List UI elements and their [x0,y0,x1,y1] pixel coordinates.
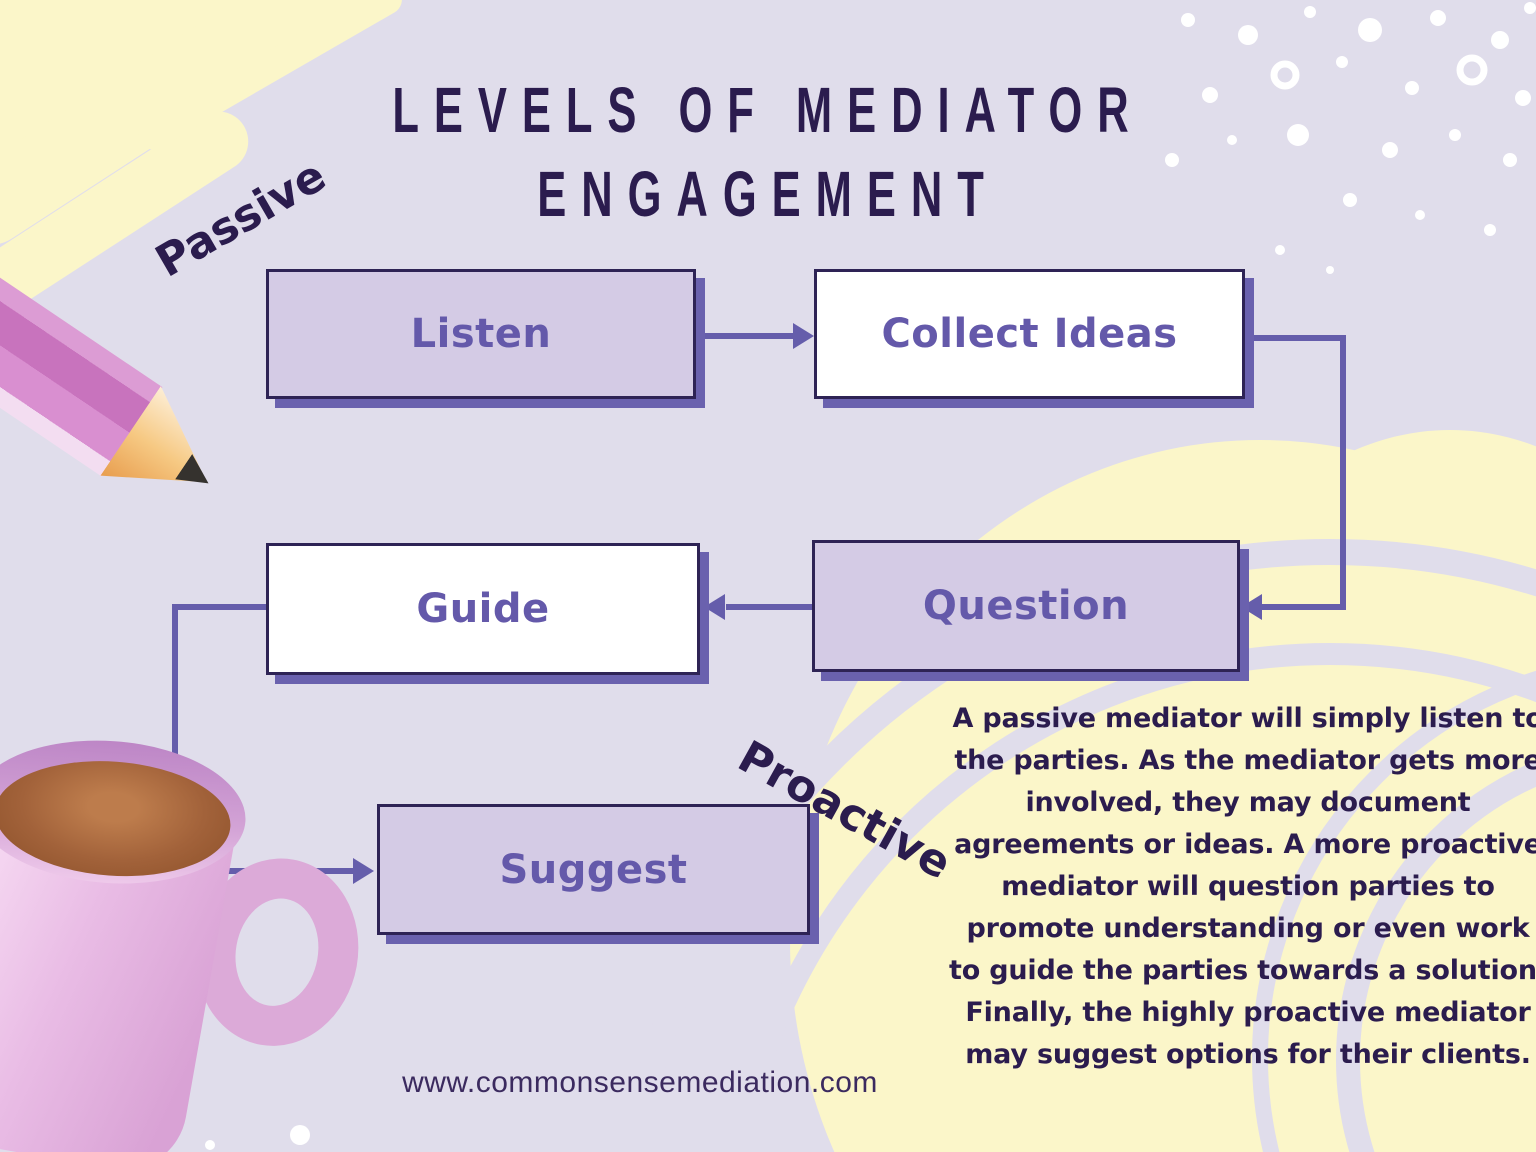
website-url: www.commonsensemediation.com [402,1066,878,1099]
dots-decoration [1165,2,1536,274]
arrowhead-left-icon [1241,594,1262,620]
connector-collect-question-h2 [1262,604,1346,610]
connector-collect-question-h1 [1245,335,1346,341]
arrowhead-right-icon [793,323,814,349]
connector-guide-suggest-h1 [172,604,266,610]
connector-guide-suggest-h2 [172,868,354,874]
flow-box-listen: Listen [266,269,696,399]
title-line-1: LEVELS OF MEDIATOR [392,74,1144,146]
flow-box-label: Listen [410,311,552,357]
flow-box-question: Question [812,540,1240,672]
arrowhead-right-icon [353,858,374,884]
connector-collect-question-v [1340,335,1346,607]
flow-box-label: Collect Ideas [881,311,1178,357]
flow-box-guide: Guide [266,543,700,675]
flow-box-label: Question [922,583,1130,629]
flow-box-label: Guide [416,586,550,632]
flow-box-collect-ideas: Collect Ideas [814,269,1245,399]
description-text: A passive mediator will simply listen to… [949,703,1536,1070]
connector-listen-collect [696,333,796,339]
connector-question-guide [726,604,812,610]
page-title: LEVELS OF MEDIATOR ENGAGEMENT [0,68,1536,237]
arrowhead-left-icon [704,594,725,620]
flow-box-suggest: Suggest [377,804,810,935]
connector-guide-suggest-v [172,604,178,874]
flow-box-label: Suggest [499,846,688,893]
title-line-2: ENGAGEMENT [537,158,999,231]
